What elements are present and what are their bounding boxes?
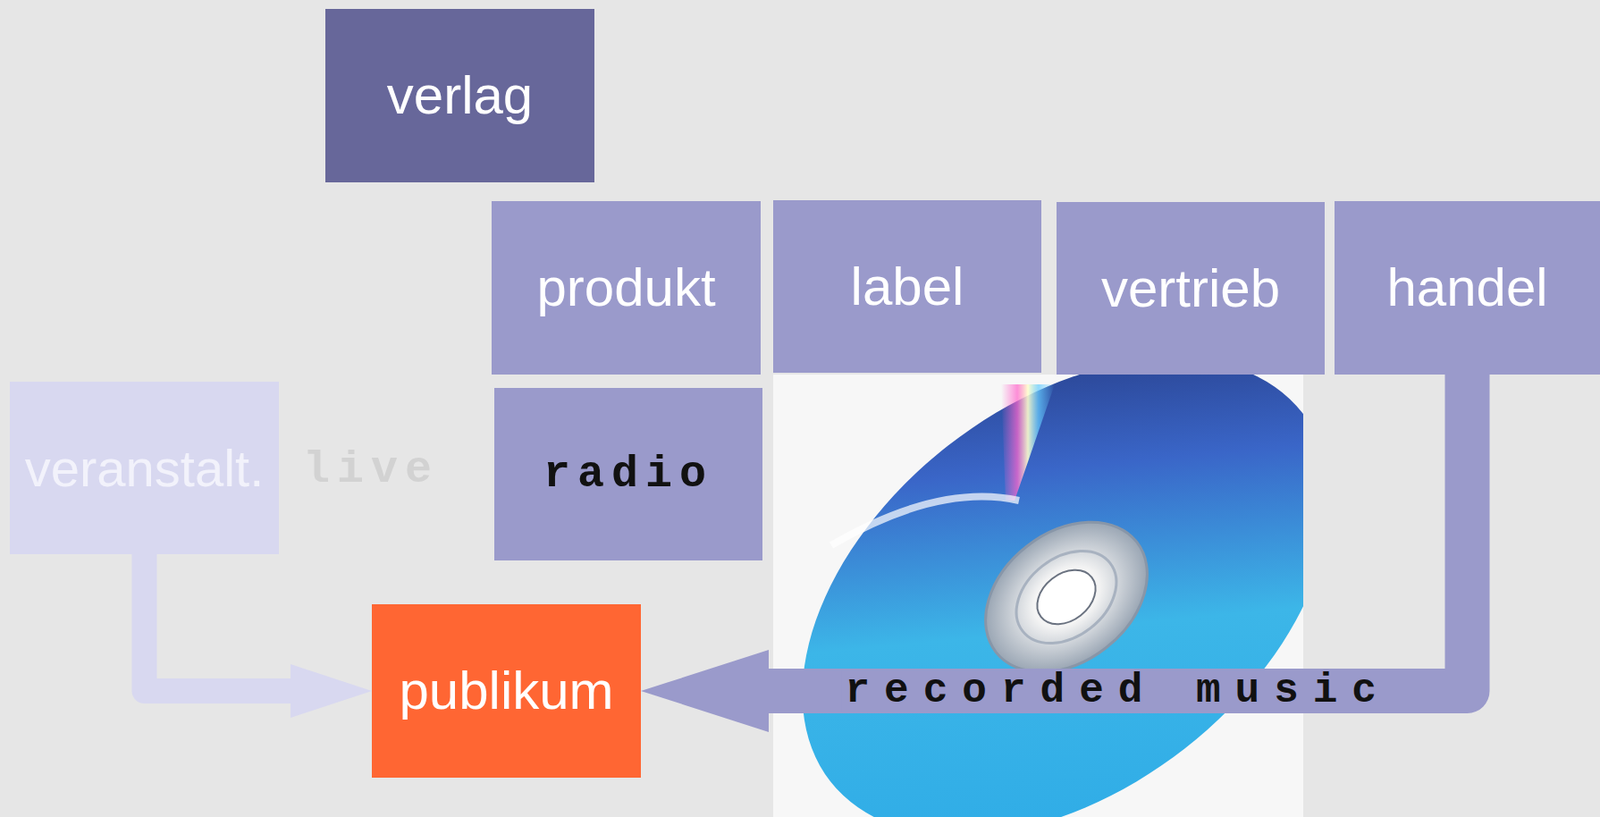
node-label: veranstalt.: [25, 439, 265, 497]
process-box: label: [773, 200, 1042, 373]
arrow-head: [290, 664, 372, 718]
node-label: verlag: [387, 66, 533, 126]
arrow-head: [640, 649, 769, 733]
edge-label: recorded music: [842, 670, 1395, 712]
faded-box: veranstalt.: [9, 381, 279, 555]
node-label: vertrieb: [1101, 259, 1280, 319]
node-label: label: [850, 257, 965, 317]
media-box: radio: [494, 387, 763, 561]
process-box: produkt: [491, 201, 761, 375]
node-label: produkt: [536, 258, 716, 318]
cd-disc: [773, 374, 1304, 817]
process-box: vertrieb: [1056, 202, 1325, 375]
side-label: live: [303, 447, 439, 493]
flow-arrow: [640, 374, 1468, 733]
flow-arrow: [144, 554, 373, 718]
arrow-shaft: [144, 554, 292, 691]
audience-box: publikum: [371, 604, 641, 778]
node-label: publikum: [398, 661, 614, 721]
node-label: radio: [543, 449, 714, 499]
publisher-box: verlag: [325, 8, 595, 183]
node-label: handel: [1386, 258, 1548, 318]
process-box: handel: [1334, 201, 1600, 375]
arrow-shaft: [768, 374, 1468, 691]
